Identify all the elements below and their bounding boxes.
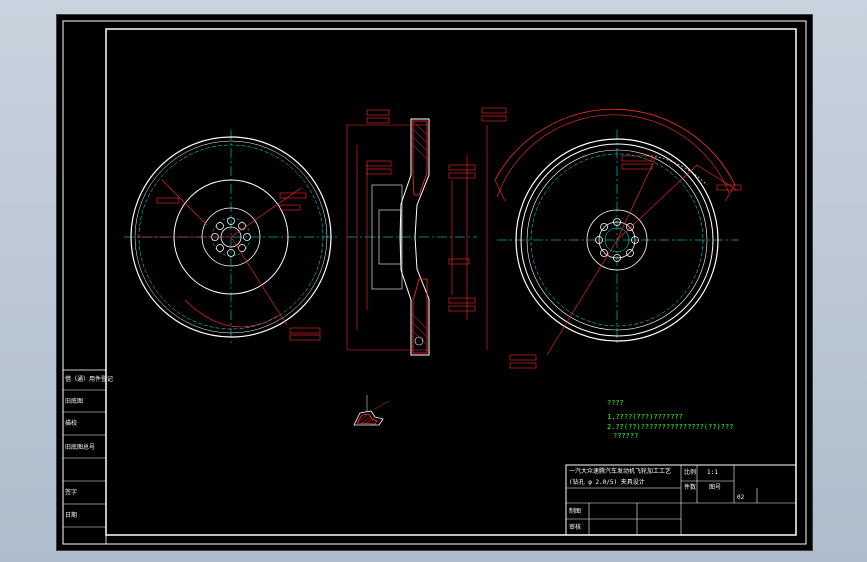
flywheel-section-view: [346, 107, 507, 356]
title-line-1: 一汽大众速腾汽车发动机飞轮加工工艺: [569, 467, 671, 475]
left-sidebar: 借（通）用件登记 旧底图 描校 旧底图总号 签字 日期: [62, 369, 113, 545]
flywheel-front-view: [124, 130, 337, 345]
notes-line-3: ??????: [613, 432, 638, 440]
cad-drawing: 借（通）用件登记 旧底图 描校 旧底图总号 签字 日期 一汽大众速腾汽车发动机飞…: [62, 20, 807, 545]
detail-view: [353, 395, 390, 426]
tech-notes: ???? 1.????(???)??????? 2.??(??)????????…: [607, 399, 733, 440]
sidebar-row-1: 借（通）用件登记: [65, 375, 113, 383]
title-cell-a: 比例: [684, 468, 696, 476]
sidebar-row-5: 签字: [65, 488, 77, 496]
cad-viewport[interactable]: 借（通）用件登记 旧底图 描校 旧底图总号 签字 日期 一汽大众速腾汽车发动机飞…: [56, 14, 813, 551]
title-cell-c: 件数: [684, 483, 696, 491]
inner-frame: [105, 28, 797, 536]
sidebar-row-3: 描校: [65, 419, 77, 427]
notes-heading: ????: [607, 399, 624, 407]
sidebar-row-2: 旧底图: [65, 397, 83, 405]
title-block: 一汽大众速腾汽车发动机飞轮加工工艺 (钻孔 φ 2.0/5) 夹具设计 比例 1…: [565, 464, 797, 536]
title-cell-f: 制图: [569, 507, 581, 515]
notes-line-2: 2.??(??)???????????????(??)???: [607, 423, 733, 431]
title-line-2: (钻孔 φ 2.0/5) 夹具设计: [569, 478, 645, 486]
title-cell-g: 审核: [569, 523, 581, 531]
sidebar-row-4: 旧底图总号: [65, 443, 95, 451]
title-cell-d: 图号: [709, 484, 721, 491]
title-cell-b: 1:1: [707, 469, 718, 476]
outer-frame: [62, 20, 807, 545]
notes-line-1: 1.????(???)???????: [607, 413, 683, 421]
title-cell-e: 02: [737, 494, 745, 501]
flywheel-gear-view: [494, 108, 742, 369]
sidebar-row-6: 日期: [65, 511, 77, 519]
